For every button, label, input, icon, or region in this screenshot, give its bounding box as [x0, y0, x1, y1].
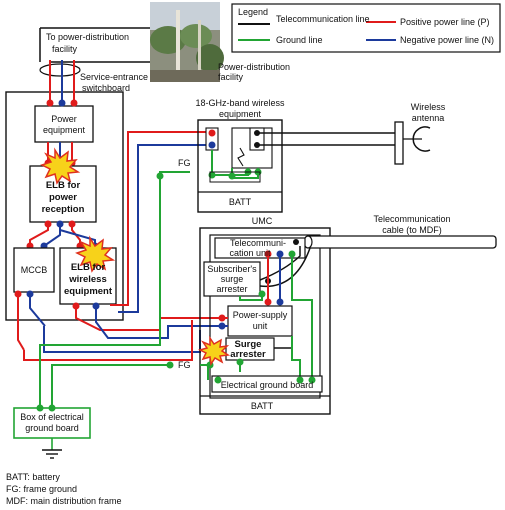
surge-burst-icon — [197, 335, 231, 367]
power-equipment-label-2: equipment — [43, 125, 86, 135]
legend-title: Legend — [238, 7, 268, 17]
subscriber-arrester-label: Subscriber's — [207, 264, 257, 274]
surge-burst-icon — [75, 235, 116, 273]
umc-cabinet — [199, 227, 331, 415]
elb-wireless-label: ELB for — [71, 262, 106, 273]
mccb-box — [13, 247, 55, 293]
wireless-antenna — [394, 121, 431, 165]
psu-label: Power-supply — [233, 310, 288, 320]
legend-telecom: Telecommunication line — [276, 14, 370, 24]
subscriber-arrester-label-2: surge — [221, 274, 244, 284]
power-distribution-photo — [150, 2, 224, 82]
fg-top-label: FG — [178, 158, 191, 168]
note-batt: BATT: battery — [6, 472, 60, 482]
surge-arrester-label: Surge — [235, 339, 262, 350]
power-supply-unit-box — [227, 305, 293, 337]
legend-negative: Negative power line (N) — [400, 35, 494, 45]
egb-label: Electrical ground board — [221, 380, 314, 390]
batt-bottom-label: BATT — [251, 401, 274, 411]
ground-box-label: Box of electrical — [20, 412, 84, 422]
legend-ground: Ground line — [276, 35, 323, 45]
electrical-ground-board-box — [211, 375, 323, 393]
mccb-label: MCCB — [21, 265, 48, 275]
telecom-unit-label-2: cation unit — [229, 248, 271, 258]
elb-wireless-label-2: wireless — [68, 274, 107, 285]
subscriber-arrester-label-3: arrester — [216, 284, 247, 294]
power-equipment-box — [34, 105, 94, 143]
ground-box-label-2: ground board — [25, 423, 79, 433]
terminal — [70, 99, 78, 107]
subscriber-surge-arrester-box — [203, 261, 261, 297]
legend-positive: Positive power line (P) — [400, 17, 490, 27]
psu-label-2: unit — [253, 321, 268, 331]
legend — [231, 3, 501, 53]
pd-facility-label-2: facility — [218, 72, 244, 82]
elb-power-label-3: reception — [42, 204, 85, 215]
elb-power-label-2: power — [49, 192, 77, 203]
power-equipment-label: Power — [51, 114, 77, 124]
wireless-equipment-box — [197, 119, 283, 213]
note-fg: FG: frame ground — [6, 484, 77, 494]
antenna-label-2: antenna — [412, 113, 445, 123]
umc-label: UMC — [252, 216, 273, 226]
telecom-cable — [303, 235, 497, 249]
batt-top-label: BATT — [229, 197, 252, 207]
pd-facility-label: Power-distribution — [218, 62, 290, 72]
wireless-equipment-label: 18-GHz-band wireless — [195, 98, 285, 108]
service-entrance-switchboard — [5, 91, 124, 321]
fg-bottom-label: FG — [178, 360, 191, 370]
surge-arrester-box — [225, 337, 275, 361]
to-facility-label: To power-distribution — [46, 32, 129, 42]
earth-ground-icon — [42, 438, 62, 459]
service-entrance-label: Service-entrance — [80, 72, 148, 82]
terminal — [46, 99, 54, 107]
telecom-cable-label-2: cable (to MDF) — [382, 225, 442, 235]
telecom-cable-label: Telecommunication — [373, 214, 450, 224]
facility-feed — [39, 27, 150, 77]
note-mdf: MDF: main distribution frame — [6, 496, 122, 506]
service-entrance-label-2: switchboard — [82, 83, 130, 93]
surge-arrester-label-2: arrester — [230, 349, 266, 360]
terminal — [58, 99, 66, 107]
surge-burst-icon — [40, 147, 81, 185]
to-facility-label-2: facility — [52, 44, 78, 54]
elb-wireless-label-3: equipment — [64, 286, 113, 297]
telecom-unit-label: Telecommuni- — [230, 238, 286, 248]
antenna-label: Wireless — [411, 102, 446, 112]
wireless-equipment-label-2: equipment — [219, 109, 262, 119]
elb-power-label: ELB for — [46, 180, 81, 191]
feeder-lines — [49, 60, 75, 103]
